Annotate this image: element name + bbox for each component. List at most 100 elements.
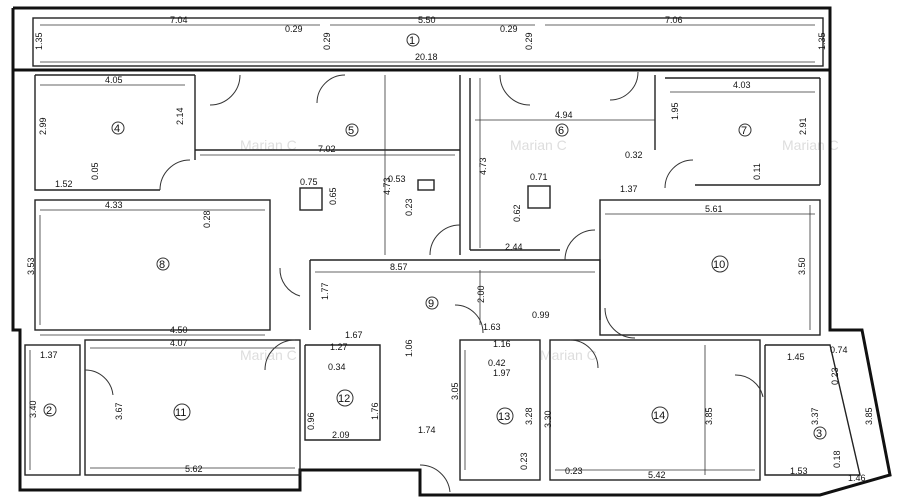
svg-text:2.00: 2.00 — [476, 285, 486, 303]
svg-text:5: 5 — [348, 125, 354, 137]
svg-text:3.30: 3.30 — [543, 410, 553, 428]
svg-text:1.37: 1.37 — [40, 350, 58, 360]
dimension-lines — [29, 24, 815, 475]
svg-text:0.28: 0.28 — [202, 210, 212, 228]
svg-text:0.96: 0.96 — [306, 412, 316, 430]
svg-text:0.05: 0.05 — [90, 162, 100, 180]
svg-text:4.50: 4.50 — [170, 325, 188, 335]
svg-text:8: 8 — [159, 259, 165, 271]
room-12-label: 12 — [336, 389, 354, 407]
svg-text:13: 13 — [498, 411, 510, 423]
svg-text:0.75: 0.75 — [300, 177, 318, 187]
svg-text:1.37: 1.37 — [620, 184, 638, 194]
watermark-text: Marian C — [540, 347, 597, 363]
svg-text:4.73: 4.73 — [382, 177, 392, 195]
svg-text:8.57: 8.57 — [390, 262, 408, 272]
door-swings — [84, 71, 764, 493]
svg-text:0.29: 0.29 — [322, 32, 332, 50]
svg-text:0.29: 0.29 — [285, 24, 303, 34]
svg-text:1.63: 1.63 — [483, 322, 501, 332]
svg-text:5.42: 5.42 — [648, 470, 666, 480]
svg-text:11: 11 — [175, 407, 186, 419]
svg-text:3.28: 3.28 — [524, 407, 534, 425]
room-9-label: 9 — [425, 296, 439, 310]
svg-text:1.06: 1.06 — [404, 339, 414, 357]
svg-text:9: 9 — [428, 298, 434, 310]
svg-text:5.62: 5.62 — [185, 464, 203, 474]
svg-text:2: 2 — [46, 405, 52, 417]
svg-text:6: 6 — [558, 125, 564, 137]
room-11-label: 11 — [173, 403, 191, 421]
svg-text:0.99: 0.99 — [532, 310, 550, 320]
svg-text:2.91: 2.91 — [798, 117, 808, 135]
svg-text:1.53: 1.53 — [790, 466, 808, 476]
svg-text:1.52: 1.52 — [55, 179, 73, 189]
svg-text:3.05: 3.05 — [450, 382, 460, 400]
svg-text:3.40: 3.40 — [28, 400, 38, 418]
svg-text:1.45: 1.45 — [787, 352, 805, 362]
svg-text:4: 4 — [114, 123, 120, 135]
room-1-label: 1 — [406, 33, 420, 47]
svg-text:7.04: 7.04 — [170, 15, 188, 25]
svg-text:2.44: 2.44 — [505, 242, 523, 252]
svg-text:0.53: 0.53 — [388, 174, 406, 184]
svg-text:5.50: 5.50 — [418, 15, 436, 25]
svg-text:12: 12 — [338, 393, 350, 405]
svg-text:10: 10 — [713, 259, 725, 271]
room-4-label: 4 — [111, 121, 125, 135]
svg-text:0.42: 0.42 — [488, 358, 506, 368]
dimension-values: 7.04 5.50 7.06 0.29 0.29 20.18 1.35 1.35… — [26, 15, 874, 483]
svg-text:4.07: 4.07 — [170, 338, 188, 348]
svg-text:3.50: 3.50 — [797, 257, 807, 275]
walls — [11, 6, 892, 497]
room-7-label: 7 — [738, 123, 752, 137]
svg-text:7: 7 — [741, 125, 747, 137]
svg-text:20.18: 20.18 — [415, 52, 438, 62]
svg-text:0.23: 0.23 — [565, 466, 583, 476]
svg-text:1.76: 1.76 — [370, 402, 380, 420]
svg-text:1.27: 1.27 — [330, 342, 348, 352]
room-10-label: 10 — [711, 255, 729, 273]
svg-text:0.11: 0.11 — [752, 163, 762, 180]
svg-text:0.32: 0.32 — [625, 150, 643, 160]
svg-text:3: 3 — [816, 428, 822, 440]
svg-text:1.77: 1.77 — [320, 282, 330, 300]
svg-text:4.03: 4.03 — [733, 80, 751, 90]
svg-text:1: 1 — [409, 35, 415, 47]
svg-text:0.65: 0.65 — [328, 187, 338, 205]
svg-text:7.02: 7.02 — [318, 144, 336, 154]
svg-text:1.97: 1.97 — [493, 368, 511, 378]
svg-text:0.74: 0.74 — [830, 345, 848, 355]
svg-text:4.73: 4.73 — [478, 157, 488, 175]
svg-text:4.94: 4.94 — [555, 110, 573, 120]
svg-text:0.23: 0.23 — [519, 452, 529, 470]
svg-text:0.29: 0.29 — [524, 32, 534, 50]
svg-text:3.85: 3.85 — [704, 407, 714, 425]
room-13-label: 13 — [496, 407, 514, 425]
svg-text:0.71: 0.71 — [530, 172, 548, 182]
svg-text:4.05: 4.05 — [105, 75, 123, 85]
room-labels: 1 2 3 4 5 6 7 8 9 10 11 12 13 14 — [43, 33, 827, 440]
svg-text:3.37: 3.37 — [810, 407, 820, 425]
svg-text:1.95: 1.95 — [670, 102, 680, 120]
svg-text:1.35: 1.35 — [817, 32, 827, 50]
svg-text:7.06: 7.06 — [665, 15, 683, 25]
svg-text:5.61: 5.61 — [705, 204, 723, 214]
svg-text:2.09: 2.09 — [332, 430, 350, 440]
room-3-label: 3 — [813, 426, 827, 440]
svg-text:1.16: 1.16 — [493, 339, 511, 349]
room-8-label: 8 — [156, 257, 170, 271]
fixtures — [299, 179, 551, 211]
svg-text:1.67: 1.67 — [345, 330, 363, 340]
svg-text:0.29: 0.29 — [500, 24, 518, 34]
svg-text:0.23: 0.23 — [830, 367, 840, 385]
room-5-label: 5 — [345, 123, 359, 137]
watermark-text: Marian C — [240, 137, 297, 153]
svg-text:1.74: 1.74 — [418, 425, 436, 435]
room-6-label: 6 — [555, 123, 569, 137]
svg-text:1.35: 1.35 — [34, 32, 44, 50]
svg-text:1.46: 1.46 — [848, 473, 866, 483]
svg-text:2.99: 2.99 — [38, 117, 48, 135]
room-14-label: 14 — [651, 406, 669, 424]
svg-text:3.67: 3.67 — [114, 402, 124, 420]
